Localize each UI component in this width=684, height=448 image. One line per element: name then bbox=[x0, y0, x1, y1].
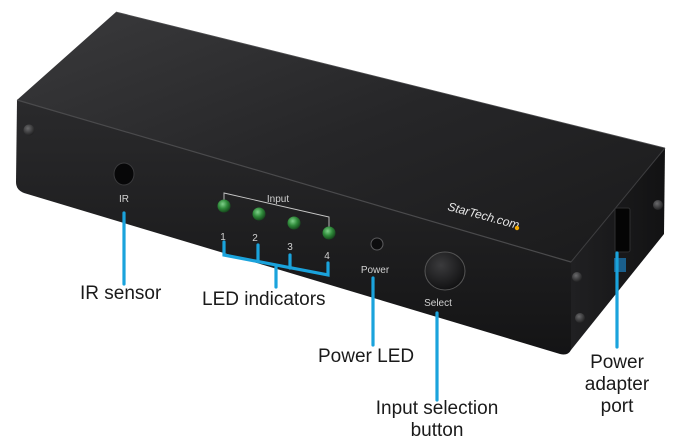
callout-line: port bbox=[600, 396, 634, 417]
callout-line: button bbox=[410, 420, 464, 441]
callout-line: Input selection bbox=[375, 398, 499, 419]
led-number-label: 3 bbox=[287, 242, 293, 253]
callout-power-led: Power LED bbox=[318, 346, 415, 367]
screw bbox=[653, 200, 663, 210]
screw bbox=[575, 313, 585, 323]
power-panel-label: Power bbox=[361, 265, 390, 276]
led-1 bbox=[217, 199, 231, 213]
power-adapter-port bbox=[614, 207, 631, 253]
select-panel-label: Select bbox=[424, 298, 452, 309]
callout-led-indicators: LED indicators bbox=[202, 289, 326, 310]
led-number-label: 1 bbox=[220, 232, 226, 243]
ir-sensor-window bbox=[113, 162, 135, 186]
led-number-label: 4 bbox=[324, 251, 330, 262]
screw bbox=[572, 272, 582, 282]
input-panel-label: Input bbox=[267, 194, 289, 205]
ir-panel-label: IR bbox=[119, 194, 129, 205]
led-4 bbox=[322, 226, 336, 240]
callout-ir-sensor: IR sensor bbox=[80, 283, 162, 304]
screw bbox=[23, 124, 35, 136]
callout-input-selection-button: Input selection button bbox=[362, 398, 512, 442]
callout-lines bbox=[122, 211, 619, 402]
led-2 bbox=[252, 207, 266, 221]
callout-line: adapter bbox=[584, 374, 650, 395]
led-3 bbox=[287, 216, 301, 230]
select-button bbox=[424, 251, 466, 291]
chassis-top-face bbox=[17, 12, 665, 262]
callout-power-adapter-port: Power adapter port bbox=[572, 352, 662, 418]
power-led bbox=[370, 237, 384, 251]
callout-line: Power bbox=[590, 352, 644, 373]
led-number-label: 2 bbox=[252, 233, 258, 244]
